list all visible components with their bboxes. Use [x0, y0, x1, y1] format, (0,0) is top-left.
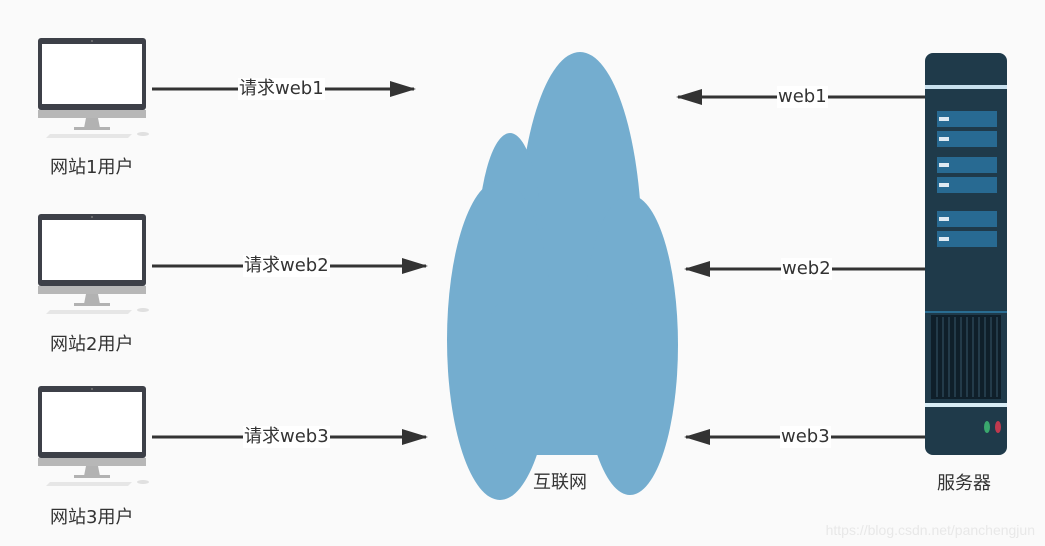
response-label-2: web2	[781, 258, 832, 280]
request-label-2: 请求web2	[243, 255, 330, 277]
computer-1-icon	[38, 38, 149, 138]
computer-3-icon	[38, 386, 149, 486]
computer-2-icon	[38, 214, 149, 314]
client-3-label: 网站3用户	[50, 507, 134, 528]
server-label: 服务器	[937, 473, 991, 494]
response-label-1: web1	[777, 86, 828, 108]
server-rack-icon	[925, 53, 1007, 455]
watermark: https://blog.csdn.net/panchengjun	[825, 522, 1035, 538]
client-1-label: 网站1用户	[50, 157, 134, 178]
client-2-label: 网站2用户	[50, 334, 134, 355]
response-label-3: web3	[780, 426, 831, 448]
request-label-1: 请求web1	[238, 78, 325, 100]
internet-label: 互联网	[533, 472, 587, 493]
request-label-3: 请求web3	[243, 426, 330, 448]
cloud-icon	[447, 52, 678, 500]
